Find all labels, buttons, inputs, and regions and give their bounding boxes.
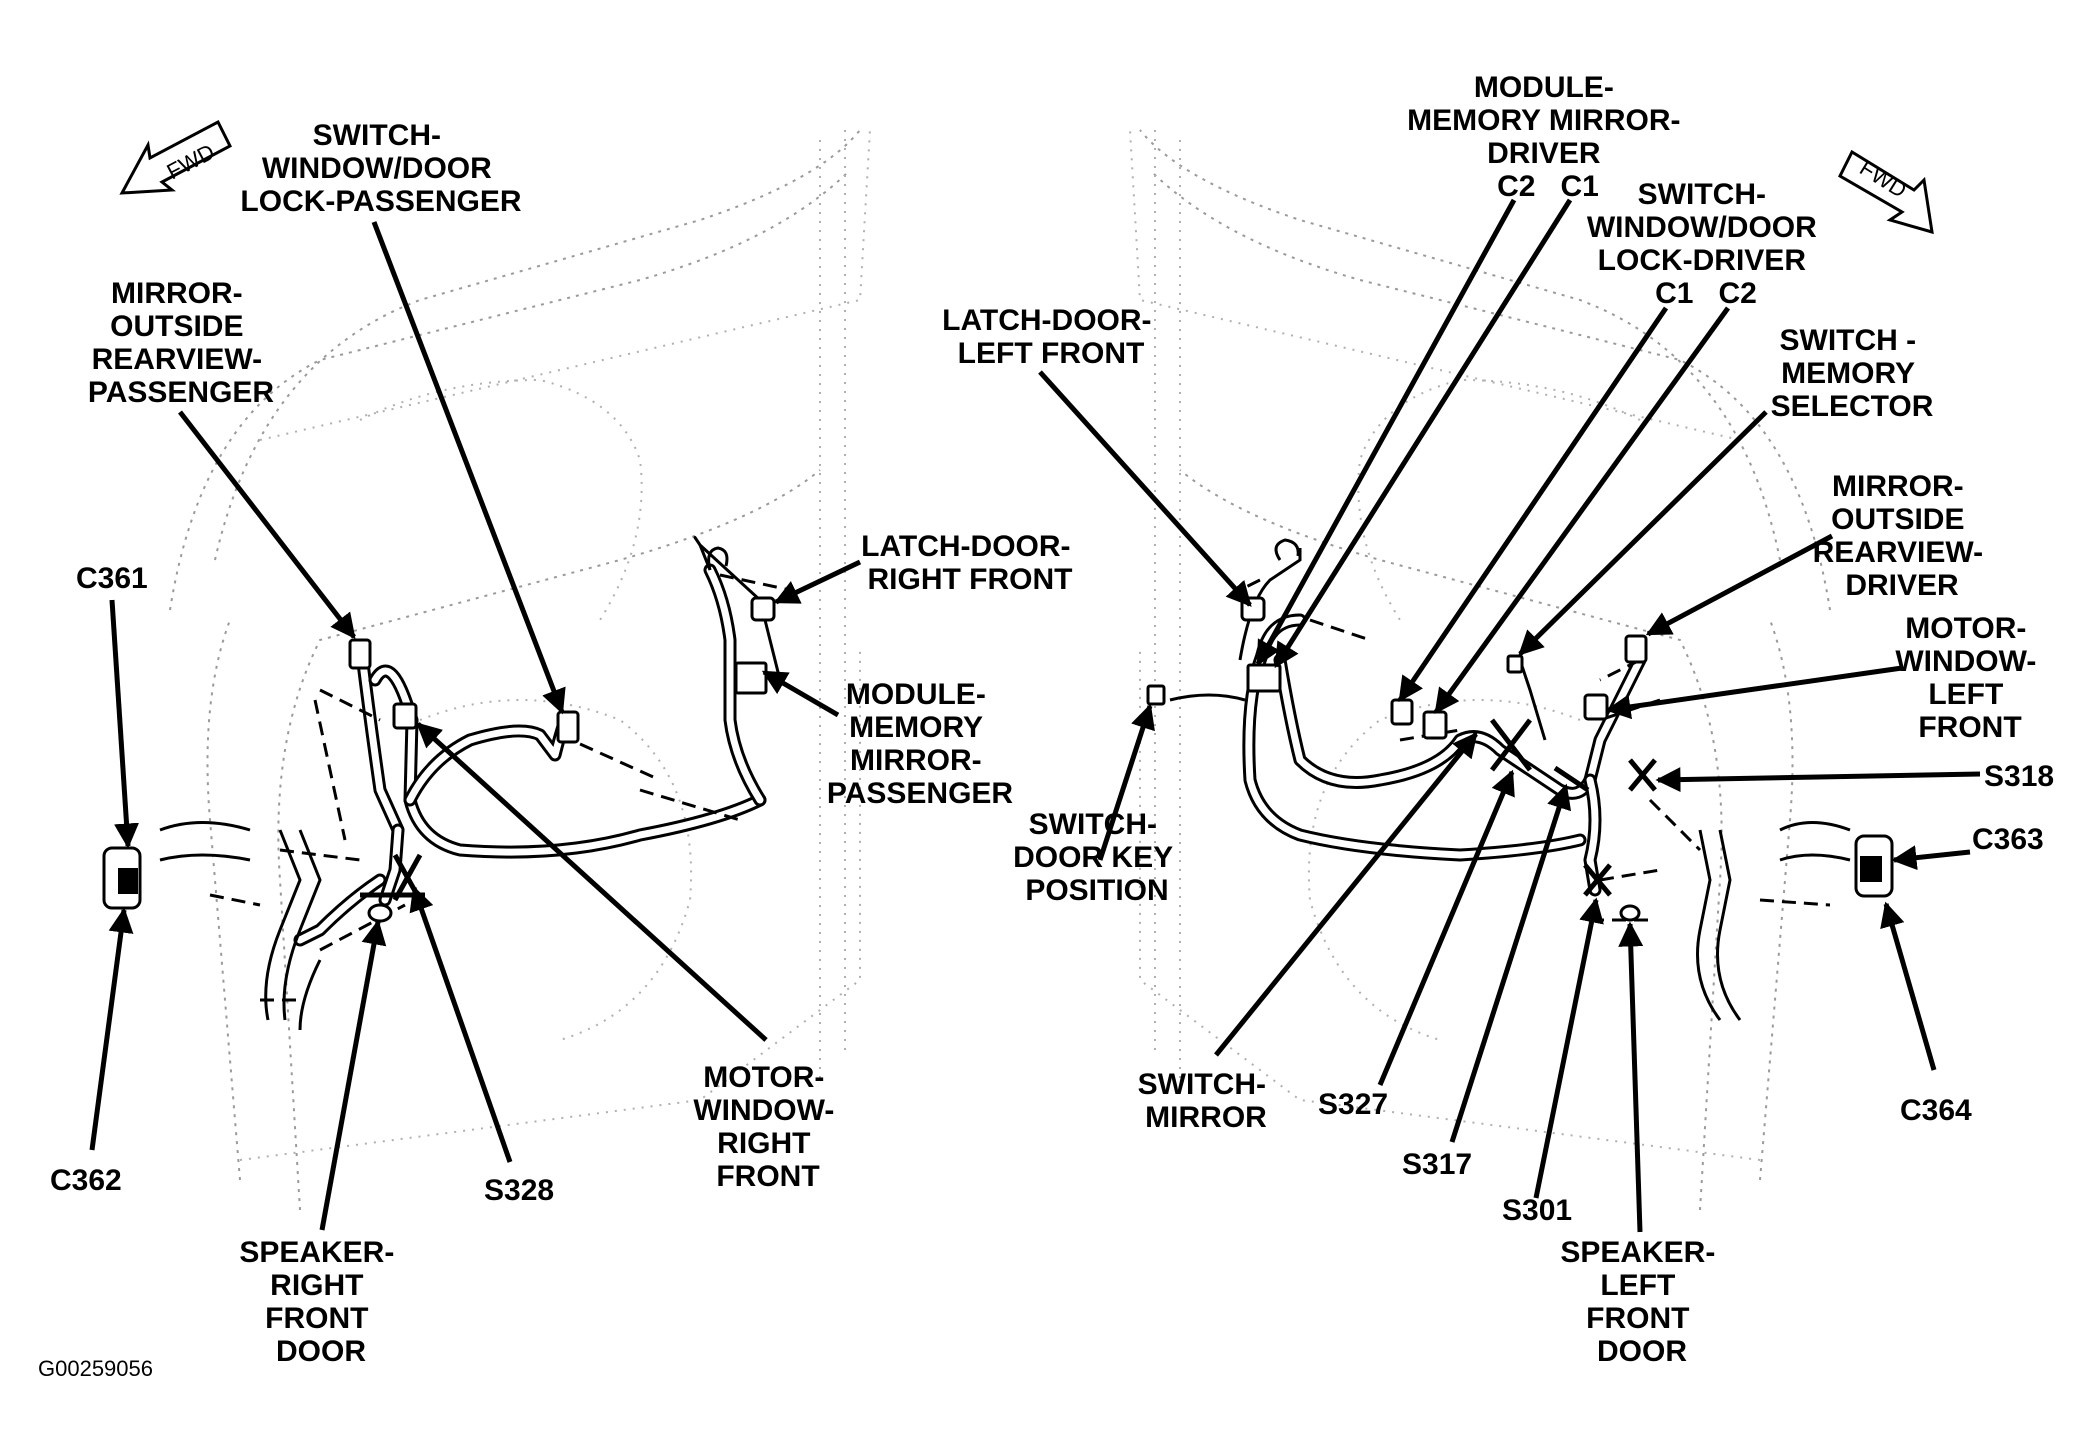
leader-s301	[1533, 897, 1604, 1199]
leader-switch-passenger	[371, 221, 566, 715]
leader-c363	[1891, 845, 1971, 871]
leader-switch-driver-c2	[1433, 306, 1731, 715]
leader-speaker-right	[319, 919, 387, 1231]
label-motor-window-left-front: MOTOR- WINDOW- LEFT FRONT	[1895, 612, 2044, 744]
label-s301: S301	[1502, 1194, 1572, 1227]
fwd-arrow-left: FWD	[119, 119, 232, 195]
leader-s318	[1655, 767, 1981, 793]
leader-module-driver-c1	[1273, 198, 1573, 669]
leader-latch-left	[1038, 370, 1252, 607]
leader-memory-selector	[1518, 410, 1768, 656]
leader-s328	[409, 885, 513, 1163]
label-mirror-outside-rearview-passenger: MIRROR- OUTSIDE REARVIEW- PASSENGER	[88, 277, 274, 409]
memory-mirror-passenger-connector	[734, 661, 768, 695]
leader-switch-mirror	[1214, 732, 1478, 1057]
key-switch-connector	[1146, 684, 1166, 706]
label-module-memory-mirror-driver: MODULE- MEMORY MIRROR- DRIVER C2 C1	[1407, 71, 1689, 203]
leader-speaker-left	[1618, 921, 1644, 1233]
left-door-connectors	[1146, 596, 1894, 922]
label-speaker-right-front-door: SPEAKER- RIGHT FRONT DOOR	[239, 1236, 402, 1368]
driver-switch-c2-connector	[1422, 710, 1448, 740]
fwd-arrow-right: FWD	[1838, 149, 1934, 235]
label-switch-memory-selector: SWITCH - MEMORY SELECTOR	[1771, 324, 1934, 423]
leader-c364	[1880, 901, 1937, 1071]
leader-c361	[109, 599, 140, 849]
passenger-switch-connector	[556, 710, 580, 744]
leader-motor-left	[1605, 665, 1903, 720]
leader-mirror-driver	[1645, 533, 1834, 637]
label-latch-door-right-front: LATCH-DOOR- RIGHT FRONT	[861, 530, 1079, 596]
label-mirror-outside-rearview-driver: MIRROR- OUTSIDE REARVIEW- DRIVER	[1813, 470, 1992, 602]
right-door-ghost-outline	[169, 129, 871, 1211]
memory-selector-connector	[1506, 654, 1524, 674]
motor-window-left-connector	[1583, 693, 1609, 721]
label-s327: S327	[1318, 1088, 1388, 1121]
label-c364: C364	[1900, 1094, 1972, 1127]
leader-switch-driver-c1	[1397, 306, 1669, 703]
labels: SWITCH- WINDOW/DOOR LOCK-PASSENGER MIRRO…	[38, 71, 2054, 1381]
motor-window-right-connector	[392, 702, 418, 730]
label-module-memory-mirror-passenger: MODULE- MEMORY MIRROR- PASSENGER	[827, 678, 1013, 810]
right-door-harness	[159, 536, 791, 1031]
figure-id: G00259056	[38, 1356, 153, 1381]
label-motor-window-right-front: MOTOR- WINDOW- RIGHT FRONT	[693, 1061, 842, 1193]
label-switch-mirror: SWITCH- MIRROR	[1138, 1068, 1275, 1134]
driver-switch-c1-connector	[1390, 698, 1414, 726]
leader-module-passenger	[761, 669, 840, 718]
label-c361: C361	[76, 562, 148, 595]
label-s318: S318	[1984, 760, 2054, 793]
leader-s317	[1449, 783, 1572, 1143]
leader-module-driver-c2	[1255, 198, 1517, 667]
label-s328: S328	[484, 1174, 554, 1207]
passenger-mirror-connector	[348, 638, 372, 670]
leader-latch-right	[773, 559, 862, 605]
leader-lines	[89, 198, 1981, 1233]
label-s317: S317	[1402, 1148, 1472, 1181]
leader-s327	[1377, 769, 1515, 1086]
leader-key-switch	[1097, 703, 1155, 861]
label-switch-window-door-lock-passenger: SWITCH- WINDOW/DOOR LOCK-PASSENGER	[240, 119, 521, 218]
leader-mirror-passenger	[178, 410, 356, 639]
label-c363: C363	[1972, 823, 2044, 856]
label-speaker-left-front-door: SPEAKER- LEFT FRONT DOOR	[1560, 1236, 1723, 1368]
leader-motor-right	[416, 722, 768, 1042]
driver-mirror-connector	[1624, 634, 1648, 664]
label-c362: C362	[50, 1164, 122, 1197]
label-switch-door-key-position: SWITCH- DOOR KEY POSITION	[1013, 808, 1181, 907]
latch-right-connector	[750, 596, 776, 622]
label-latch-door-left-front: LATCH-DOOR- LEFT FRONT	[942, 304, 1160, 370]
speaker-left-connector	[1619, 904, 1641, 922]
leader-c362	[89, 907, 134, 1151]
speaker-right-connector	[367, 903, 393, 923]
splice-s317-mark	[1553, 765, 1590, 793]
label-switch-window-door-lock-driver: SWITCH- WINDOW/DOOR LOCK-DRIVER C1 C2	[1587, 178, 1825, 310]
memory-mirror-driver-connector	[1246, 663, 1282, 693]
left-door-ghost-outline	[1129, 129, 1831, 1211]
